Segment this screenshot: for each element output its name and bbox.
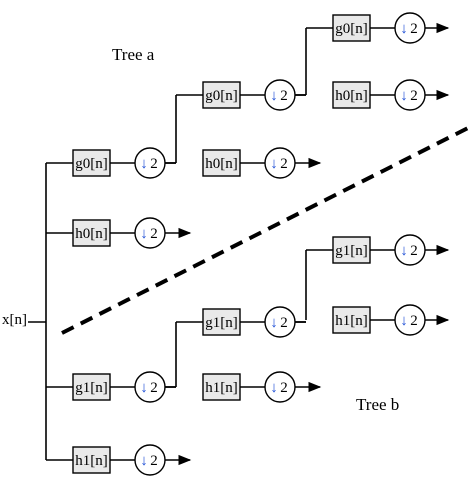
downsample-factor: 2: [410, 88, 418, 104]
downsample-factor: 2: [150, 156, 158, 172]
filter-label: h1[n]: [205, 380, 238, 396]
downsampler-circle: [264, 79, 296, 111]
filter-box: [332, 306, 371, 334]
filter-stage: h0[n] ↓2: [72, 217, 192, 249]
filter-label: g1[n]: [75, 380, 108, 396]
downsampler-circle: [134, 217, 166, 249]
down-arrow-icon: ↓: [140, 380, 148, 396]
filter-label: h1[n]: [75, 453, 108, 469]
downsampler-circle: [264, 371, 296, 403]
filter-box: [332, 14, 371, 42]
down-arrow-icon: ↓: [400, 313, 408, 329]
down-arrow-icon: ↓: [400, 243, 408, 259]
filter-label: h0[n]: [205, 156, 238, 172]
filter-box: [202, 81, 241, 109]
downsample-factor: 2: [280, 380, 288, 396]
down-arrow-icon: ↓: [140, 453, 148, 469]
downsampler-circle: [394, 304, 426, 336]
input-signal-label: x[n]: [2, 312, 27, 328]
downsample-factor: 2: [410, 243, 418, 259]
filter-stage: g0[n] ↓2: [202, 79, 306, 111]
filter-stage: g0[n] ↓2: [72, 147, 176, 179]
down-arrow-icon: ↓: [270, 88, 278, 104]
downsample-factor: 2: [280, 156, 288, 172]
filter-stage: h1[n] ↓2: [332, 304, 450, 336]
filter-label: g0[n]: [75, 156, 108, 172]
down-arrow-icon: ↓: [400, 88, 408, 104]
downsample-factor: 2: [150, 453, 158, 469]
filter-box: [202, 149, 241, 177]
down-arrow-icon: ↓: [140, 226, 148, 242]
filter-box: [202, 308, 241, 336]
downsampler-circle: [134, 444, 166, 476]
downsample-factor: 2: [410, 21, 418, 37]
down-arrow-icon: ↓: [270, 156, 278, 172]
filter-label: h0[n]: [335, 88, 368, 104]
down-arrow-icon: ↓: [270, 315, 278, 331]
tree-divider-dashed-line: [61, 125, 471, 335]
filter-label: g1[n]: [335, 243, 368, 259]
downsample-factor: 2: [150, 380, 158, 396]
down-arrow-icon: ↓: [140, 156, 148, 172]
down-arrow-icon: ↓: [270, 380, 278, 396]
filter-stage: h1[n] ↓2: [72, 444, 192, 476]
downsample-factor: 2: [150, 226, 158, 242]
filter-stages: g0[n]↓2h0[n]↓2g0[n]↓2h0[n]↓2g0[n]↓2h0[n]…: [72, 12, 450, 476]
filter-stage: g0[n] ↓2: [332, 12, 450, 44]
filter-box: [72, 149, 111, 177]
downsample-factor: 2: [280, 315, 288, 331]
downsampler-circle: [264, 306, 296, 338]
downsample-factor: 2: [280, 88, 288, 104]
downsampler-circle: [394, 12, 426, 44]
filter-box: [72, 373, 111, 401]
filter-stage: h1[n] ↓2: [202, 371, 322, 403]
filter-label: g0[n]: [205, 88, 238, 104]
filter-box: [72, 219, 111, 247]
filter-stage: g1[n] ↓2: [72, 371, 176, 403]
filter-label: h0[n]: [75, 226, 108, 242]
tree-b-label: Tree b: [356, 395, 399, 414]
filter-box: [72, 446, 111, 474]
downsampler-circle: [394, 234, 426, 266]
filter-label: h1[n]: [335, 313, 368, 329]
down-arrow-icon: ↓: [400, 21, 408, 37]
filter-stage: h0[n] ↓2: [202, 147, 322, 179]
filter-stage: g1[n] ↓2: [332, 234, 450, 266]
filter-box: [332, 236, 371, 264]
filter-stage: h0[n] ↓2: [332, 79, 450, 111]
filter-stage: g1[n] ↓2: [202, 306, 306, 338]
downsampler-circle: [394, 79, 426, 111]
downsampler-circle: [134, 147, 166, 179]
filter-label: g1[n]: [205, 315, 238, 331]
downsampler-circle: [264, 147, 296, 179]
downsampler-circle: [134, 371, 166, 403]
tree-a-label: Tree a: [112, 45, 155, 64]
filter-box: [202, 373, 241, 401]
downsample-factor: 2: [410, 313, 418, 329]
filter-label: g0[n]: [335, 21, 368, 37]
filter-box: [332, 81, 371, 109]
